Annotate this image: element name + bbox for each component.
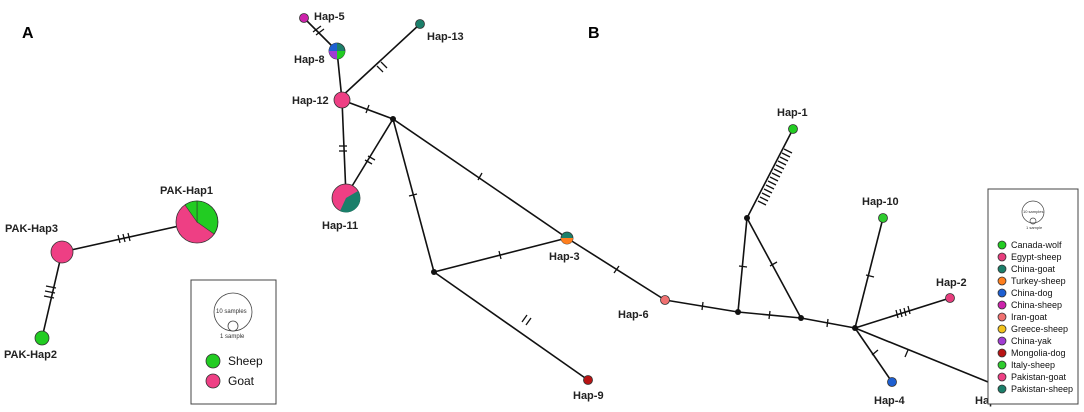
legend-swatch: [997, 240, 1007, 250]
legend-swatch: [997, 360, 1007, 370]
legend-label: Mongolia-dog: [1011, 348, 1066, 358]
panel-a-network: PAK-Hap1 PAK-Hap3 PAK-Hap2: [4, 185, 219, 361]
node-hap9: [583, 375, 593, 385]
legend-label: Iran-goat: [1011, 312, 1048, 322]
legend-label: China-yak: [1011, 336, 1052, 346]
label-hap5: Hap-5: [314, 11, 345, 23]
legend-label: Greece-sheep: [1011, 324, 1068, 334]
node-hap13: [415, 19, 425, 29]
scale-circle-small: [1029, 217, 1037, 225]
edge-hap3-hap2: [41, 251, 63, 339]
node-pak-hap1: [175, 200, 219, 244]
mutation-ticks: [43, 232, 131, 299]
node-hap5: [299, 13, 309, 23]
legend-label: China-goat: [1011, 264, 1056, 274]
panel-b-network: Hap-5 Hap-13 Hap-8 Hap-12 Hap-11 Hap-3 H…: [292, 11, 1006, 407]
median-vectors: [390, 116, 858, 331]
legend-swatch: [997, 348, 1007, 358]
node-hap10: [878, 213, 888, 223]
label-hap11: Hap-11: [322, 220, 358, 232]
node-hap12: [333, 91, 351, 109]
node-hap4: [887, 377, 897, 387]
legend-swatch: [997, 384, 1007, 394]
scale-label-small: 1 sample: [220, 334, 245, 340]
node-hap11: [331, 183, 361, 213]
label-pak-hap2: PAK-Hap2: [4, 349, 57, 361]
label-hap8: Hap-8: [294, 54, 325, 66]
scale-circle-small: [227, 320, 239, 332]
scale-label-small: 1 sample: [1026, 225, 1043, 230]
label-hap13: Hap-13: [427, 31, 464, 43]
node-hap8: [328, 42, 346, 60]
label-pak-hap3: PAK-Hap3: [5, 223, 58, 235]
legend-label: Turkey-sheep: [1011, 276, 1066, 286]
node-hap2: [945, 293, 955, 303]
legend-swatch: [997, 276, 1007, 286]
label-pak-hap1: PAK-Hap1: [160, 185, 213, 197]
legend-swatch-sheep: [205, 353, 221, 369]
mutation-ticks: [312, 25, 911, 358]
panel-a-legend: 10 samples 1 sample Sheep Goat: [190, 279, 277, 405]
node-pak-hap3: [50, 240, 74, 264]
label-hap2: Hap-2: [936, 277, 967, 289]
legend-swatch: [997, 312, 1007, 322]
legend-label: Canada-wolf: [1011, 240, 1062, 250]
node-hap3: [560, 231, 574, 245]
legend-swatch-goat: [205, 373, 221, 389]
label-hap10: Hap-10: [862, 196, 899, 208]
label-hap9: Hap-9: [573, 390, 604, 402]
panel-b-label: B: [588, 25, 600, 42]
legend-label-sheep: Sheep: [228, 354, 263, 368]
legend-swatch: [997, 372, 1007, 382]
scale-label-large: 10 samples: [1023, 209, 1043, 214]
legend-label: Pakistan-sheep: [1011, 384, 1073, 394]
label-hap6: Hap-6: [618, 309, 649, 321]
label-hap1: Hap-1: [777, 107, 808, 119]
legend-label: China-sheep: [1011, 300, 1062, 310]
legend-swatch: [997, 288, 1007, 298]
label-hap4: Hap-4: [874, 395, 905, 407]
node-pak-hap2: [34, 330, 50, 346]
legend-swatch: [997, 324, 1007, 334]
legend-swatch: [997, 336, 1007, 346]
label-hap12: Hap-12: [292, 95, 329, 107]
panel-b-legend: 10 samples 1 sample Canada-wolf Egypt-sh…: [987, 188, 1079, 405]
scale-label-large: 10 samples: [216, 309, 247, 315]
legend-label-goat: Goat: [228, 374, 255, 388]
legend-label: Italy-sheep: [1011, 360, 1055, 370]
legend-label: Pakistan-goat: [1011, 372, 1067, 382]
legend-swatch: [997, 252, 1007, 262]
legend-label: Egypt-sheep: [1011, 252, 1062, 262]
panel-a-label: A: [22, 25, 34, 42]
node-hap6: [660, 295, 670, 305]
node-hap1: [788, 124, 798, 134]
legend-swatch: [997, 264, 1007, 274]
label-hap3: Hap-3: [549, 251, 580, 263]
legend-label: China-dog: [1011, 288, 1053, 298]
scale-circle-large: [1021, 200, 1045, 224]
legend-swatch: [997, 300, 1007, 310]
